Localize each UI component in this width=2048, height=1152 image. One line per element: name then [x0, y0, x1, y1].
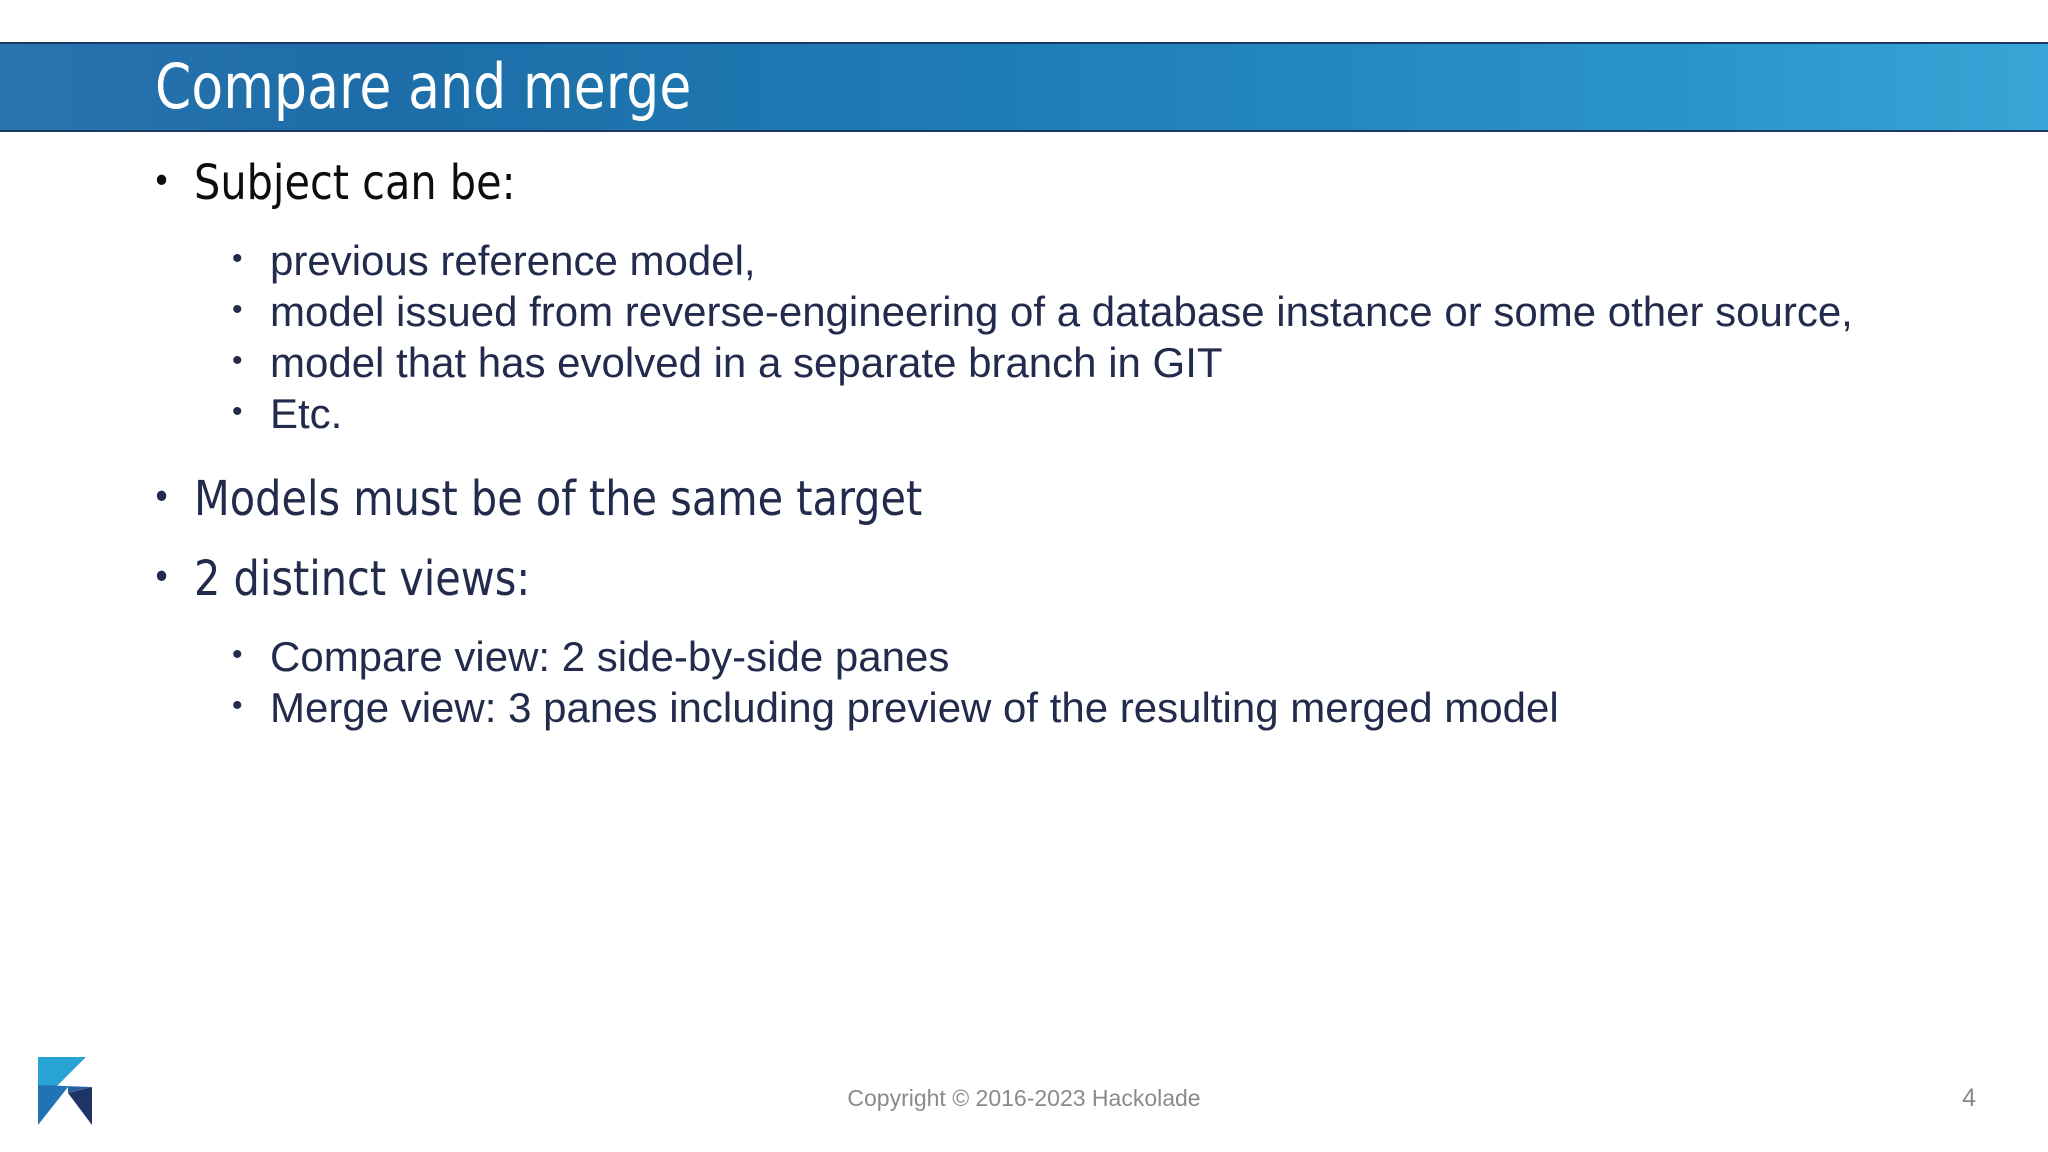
- bullet-level1: • Models must be of the same target: [0, 471, 2048, 528]
- bullet-level2-label: Compare view: 2 side-by-side panes: [270, 632, 950, 680]
- bullet-level2-label: Merge view: 3 panes including preview of…: [270, 683, 1559, 731]
- bullet-glyph-icon: •: [232, 241, 243, 275]
- page-number: 4: [1962, 1084, 1976, 1112]
- bullet-level2: • Merge view: 3 panes including preview …: [0, 683, 2048, 732]
- hackolade-logo-icon: [38, 1057, 92, 1125]
- bullet-level2-label: Etc.: [270, 390, 343, 438]
- bullet-level2: • previous reference model,: [0, 236, 2048, 285]
- bullet-level2: • Etc.: [0, 389, 2048, 438]
- bullet-glyph-icon: •: [232, 343, 243, 377]
- bullet-glyph-icon: •: [152, 556, 172, 598]
- bullet-level2-label: previous reference model,: [270, 236, 756, 284]
- bullet-level1-label: Subject can be:: [194, 155, 516, 211]
- footer-copyright: Copyright © 2016-2023 Hackolade: [847, 1085, 1201, 1111]
- bullet-level2: • model that has evolved in a separate b…: [0, 338, 2048, 387]
- slide-body: • Subject can be: • previous reference m…: [0, 138, 2048, 732]
- bullet-level2-label: model that has evolved in a separate bra…: [270, 338, 1223, 386]
- bullet-level1-label: 2 distinct views:: [194, 550, 531, 607]
- bullet-level2: • model issued from reverse-engineering …: [0, 287, 2048, 336]
- bullet-level1-label: Models must be of the same target: [194, 471, 923, 528]
- slide-title-bar: Compare and merge: [0, 42, 2048, 132]
- page-title: Compare and merge: [155, 50, 692, 123]
- bullet-level2: • Compare view: 2 side-by-side panes: [0, 632, 2048, 681]
- bullet-glyph-icon: •: [232, 395, 243, 429]
- bullet-glyph-icon: •: [152, 161, 172, 202]
- bullet-level1: • 2 distinct views:: [0, 550, 2048, 608]
- bullet-glyph-icon: •: [152, 477, 172, 519]
- bullet-glyph-icon: •: [232, 637, 243, 671]
- bullet-level1: • Subject can be:: [0, 155, 2048, 212]
- bullet-level2-label: model issued from reverse-engineering of…: [270, 287, 1853, 335]
- bullet-glyph-icon: •: [232, 688, 243, 722]
- bullet-glyph-icon: •: [232, 292, 243, 326]
